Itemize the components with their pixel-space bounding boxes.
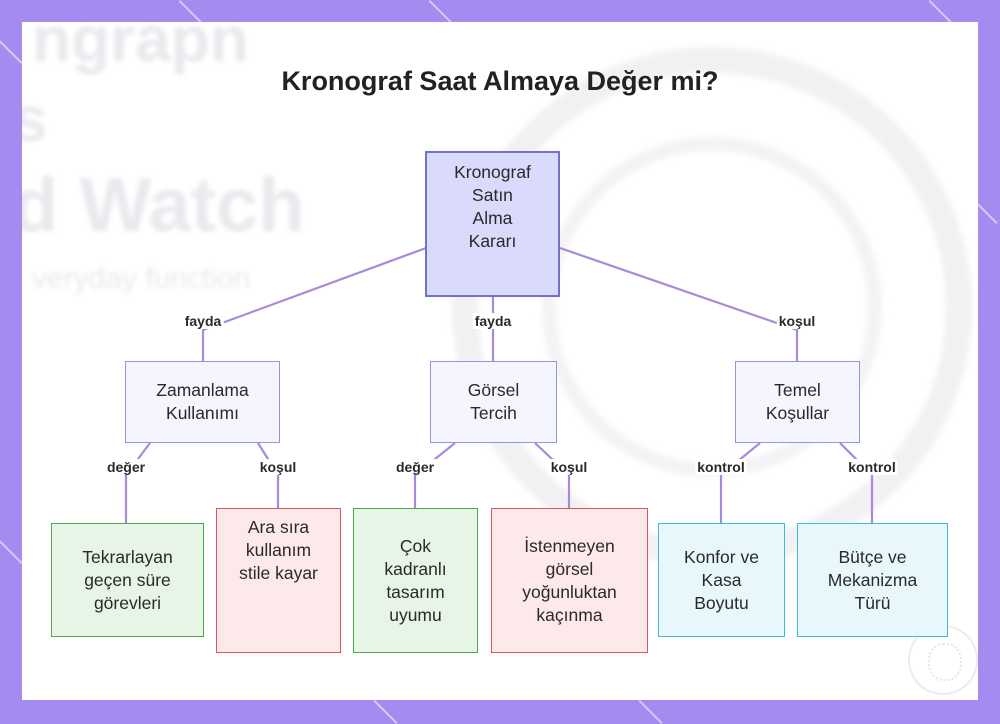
edge-visual-avoid — [534, 442, 571, 508]
node-repeated-tasks: Tekrarlayan geçen süre görevleri — [51, 523, 204, 637]
edge-root-timing — [201, 246, 427, 361]
background-text: s — [22, 83, 48, 155]
background-text: ngrapn — [32, 22, 249, 75]
edge-label: koşul — [548, 459, 590, 475]
edge-visual-busy — [413, 442, 456, 508]
edge-root-conditions — [559, 246, 799, 361]
page-title: Kronograf Saat Almaya Değer mi? — [281, 66, 719, 96]
edge-label: kontrol — [695, 459, 747, 475]
edge-label: koşul — [776, 313, 818, 329]
edge-label: kontrol — [846, 459, 898, 475]
edge-timing-occasional — [257, 442, 280, 508]
edge-cond-budget — [839, 442, 874, 523]
node-avoid-clutter: İstenmeyen görsel yoğunluktan kaçınma — [491, 508, 648, 653]
node-budget-movement: Bütçe ve Mekanizma Türü — [797, 523, 948, 637]
node-busy-dial: Çok kadranlı tasarım uyumu — [353, 508, 478, 653]
background-text: veryday function — [32, 262, 251, 295]
edge-label: fayda — [182, 313, 224, 329]
node-occasional-use: Ara sıra kullanım stile kayar — [216, 508, 341, 653]
node-visual-preference: Görsel Tercih — [430, 361, 557, 443]
background-text: d Watch — [22, 163, 305, 248]
edge-timing-repeat — [124, 442, 151, 523]
edge-label: koşul — [257, 459, 299, 475]
node-basic-conditions: Temel Koşullar — [735, 361, 860, 443]
edge-cond-comfort — [719, 442, 761, 523]
edge-label: değer — [104, 459, 148, 475]
edge-label: fayda — [472, 313, 514, 329]
node-comfort-case-size: Konfor ve Kasa Boyutu — [658, 523, 785, 637]
edge-label: değer — [393, 459, 437, 475]
node-purchase-decision: Kronograf Satın Alma Kararı — [425, 151, 560, 297]
node-timing-usage: Zamanlama Kullanımı — [125, 361, 280, 443]
